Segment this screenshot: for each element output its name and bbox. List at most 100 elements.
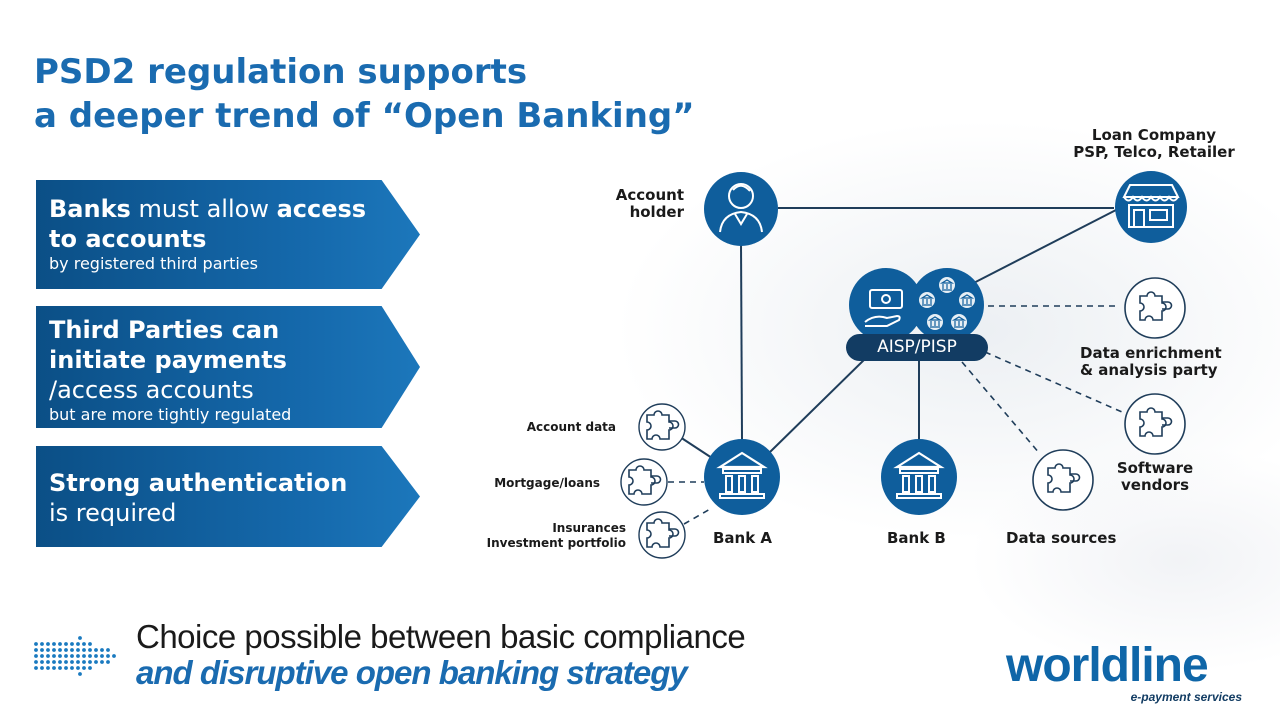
arrow-dot	[64, 660, 68, 664]
account-holder-node	[704, 172, 778, 246]
arrow-dot	[52, 648, 56, 652]
arrow-dot	[52, 666, 56, 670]
card1-must-allow: must allow	[130, 195, 277, 223]
dotted-arrow-icon	[34, 636, 116, 676]
tagline-line-2: and disruptive open banking strategy	[136, 654, 688, 691]
aisp-pisp-label: AISP/PISP	[846, 334, 988, 361]
arrow-dot	[46, 666, 50, 670]
arrow-dot	[40, 660, 44, 664]
software-vendors-line-1: Software	[1116, 459, 1194, 477]
data-sources-label: Data sources	[1006, 529, 1117, 547]
arrow-dot	[78, 636, 82, 640]
page-title-line-1: PSD2 regulation supports	[34, 52, 528, 92]
card1-banks: Banks	[49, 195, 131, 223]
arrow-dot	[58, 666, 62, 670]
card-third-parties: Third Parties can initiate payments /acc…	[36, 306, 420, 428]
arrow-dot	[76, 648, 80, 652]
bank-b-node	[881, 439, 957, 515]
bank-b-label: Bank B	[887, 529, 946, 547]
mortgage-loans-node	[620, 458, 668, 506]
arrow-dot	[34, 642, 38, 646]
solid-connectors	[679, 207, 1117, 459]
arrow-dot	[82, 642, 86, 646]
arrow-dot	[34, 660, 38, 664]
worldline-logo: worldline e-payment services	[1006, 640, 1246, 710]
arrow-dot	[58, 660, 62, 664]
dashed-connectors	[668, 305, 1123, 525]
data-enrichment-line-2: & analysis party	[1080, 361, 1218, 379]
arrow-dot	[94, 660, 98, 664]
card-strong-authentication: Strong authentication is required	[36, 446, 420, 547]
logo-wordmark: worldline	[1006, 639, 1209, 692]
line-account-data-to-bank-a	[679, 436, 713, 459]
arrow-dot	[70, 666, 74, 670]
line-holder-to-bank-a	[740, 241, 743, 441]
arrow-dot	[64, 654, 68, 658]
insurances-line-1: Insurances	[552, 521, 626, 535]
card2-line-2: initiate payments	[49, 346, 287, 374]
arrow-dot	[88, 648, 92, 652]
arrow-dot	[76, 666, 80, 670]
tagline-line-1: Choice possible between basic compliance	[136, 618, 746, 655]
loan-company-line-2: PSP, Telco, Retailer	[1073, 143, 1235, 161]
data-sources-node	[1032, 449, 1094, 511]
arrow-dot	[70, 654, 74, 658]
dash-aisp-to-data-sources	[961, 361, 1041, 455]
arrow-dot	[64, 666, 68, 670]
arrow-dot	[100, 648, 104, 652]
arrow-dot	[82, 654, 86, 658]
arrow-dot	[58, 642, 62, 646]
arrow-dot	[70, 642, 74, 646]
arrow-dot	[40, 654, 44, 658]
arrow-dot	[46, 642, 50, 646]
arrow-dot	[70, 660, 74, 664]
arrow-dot	[112, 654, 116, 658]
logo-tagline: e-payment services	[1130, 690, 1242, 704]
software-vendors-node	[1124, 393, 1186, 455]
page-title: PSD2 regulation supports a deeper trend …	[34, 50, 794, 138]
dash-insurance-to-bank-a	[683, 507, 713, 525]
arrow-dot	[76, 654, 80, 658]
account-holder-line-1: Account	[615, 186, 684, 204]
dash-aisp-to-software-vendors	[984, 351, 1123, 413]
arrow-dot	[40, 666, 44, 670]
arrow-dot	[40, 642, 44, 646]
account-holder-line-2: holder	[629, 203, 684, 221]
arrow-dot	[78, 672, 82, 676]
arrow-dot	[106, 648, 110, 652]
arrow-dot	[46, 648, 50, 652]
arrow-dot	[52, 660, 56, 664]
arrow-dot	[88, 666, 92, 670]
arrow-dot	[70, 648, 74, 652]
arrow-dot	[82, 648, 86, 652]
arrow-dot	[52, 654, 56, 658]
arrow-dot	[88, 642, 92, 646]
arrow-dot	[46, 654, 50, 658]
card2-sub: but are more tightly regulated	[49, 405, 292, 424]
card1-access: access	[276, 195, 367, 223]
arrow-dot	[88, 660, 92, 664]
person-icon	[719, 183, 763, 233]
bank-a-node	[704, 439, 780, 515]
card3-line-2: is required	[49, 499, 177, 527]
arrow-dot	[58, 654, 62, 658]
arrow-dot	[64, 642, 68, 646]
loan-company-line-1: Loan Company	[1091, 126, 1217, 144]
software-vendors-line-2: vendors	[1121, 476, 1189, 494]
arrow-dot	[106, 660, 110, 664]
arrow-dot	[100, 660, 104, 664]
page-title-line-2: a deeper trend of “Open Banking”	[34, 96, 695, 136]
aisp-pisp-node	[849, 268, 984, 342]
insurances-label: Insurances Investment portfolio	[460, 521, 626, 551]
arrow-dot	[58, 648, 62, 652]
card1-line-2: to accounts	[49, 225, 207, 253]
arrow-dot	[100, 654, 104, 658]
bank-a-label: Bank A	[713, 529, 773, 547]
arrow-dot	[76, 642, 80, 646]
arrow-dot	[46, 660, 50, 664]
software-vendors-label: Software vendors	[1100, 460, 1210, 494]
line-aisp-to-loan-company	[959, 209, 1117, 291]
card-access-to-accounts: Banks must allow access to accounts by r…	[36, 180, 420, 289]
arrow-dot	[94, 654, 98, 658]
